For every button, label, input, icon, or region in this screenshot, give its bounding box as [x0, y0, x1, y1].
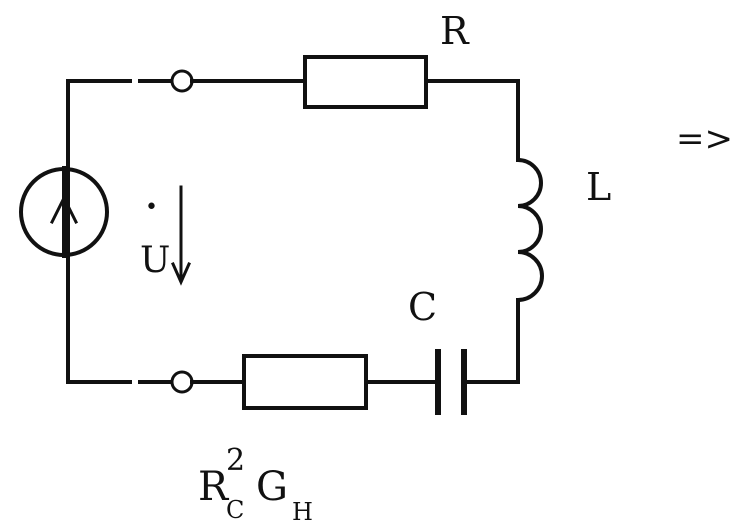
load-label: R 2 C G H	[198, 443, 313, 526]
load-label-g: G	[256, 464, 288, 510]
bottom-terminal	[138, 370, 246, 394]
resistor-load	[242, 354, 368, 410]
resistor-r	[303, 55, 428, 109]
inductor-l	[515, 157, 544, 303]
source-left-wire	[66, 79, 132, 384]
voltage-arrow	[171, 185, 191, 286]
label-c: C	[408, 285, 437, 329]
label-u: U	[140, 240, 170, 281]
top-terminal	[138, 69, 307, 93]
load-label-r: R	[198, 464, 230, 510]
voltage-dot: •	[145, 195, 158, 220]
right-wire	[424, 79, 520, 384]
load-label-sup-2: 2	[226, 443, 245, 478]
transform-arrow: =>	[676, 119, 733, 159]
label-l: L	[586, 165, 611, 209]
voltage-source	[19, 166, 109, 258]
capacitor-c	[364, 349, 467, 415]
label-r: R	[440, 9, 470, 53]
load-label-sub-h: H	[292, 498, 313, 526]
load-label-sub-c: C	[226, 496, 244, 524]
